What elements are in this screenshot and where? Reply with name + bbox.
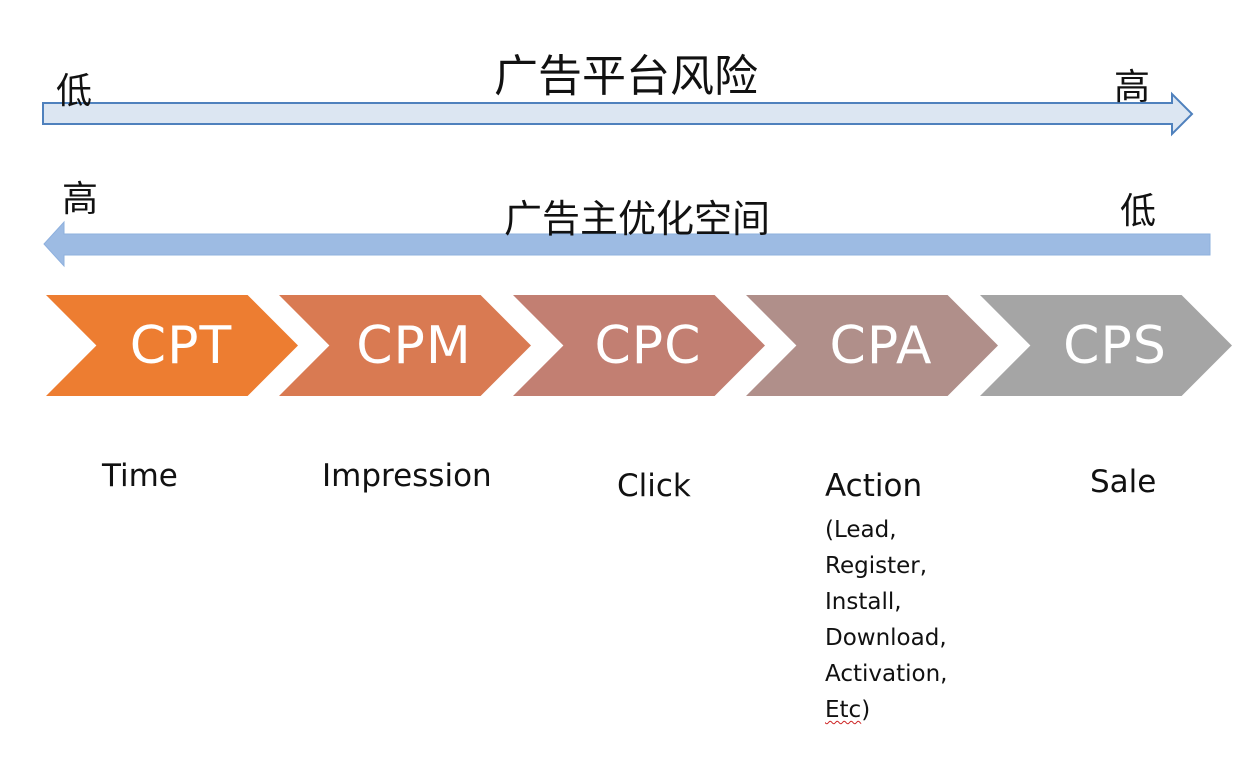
risk-high-label: 高 xyxy=(1114,67,1151,108)
chevron-cpa: CPA xyxy=(746,295,998,396)
optimization-arrow-shape xyxy=(43,220,1211,268)
chevron-label: CPM xyxy=(356,315,472,376)
action-detail-etc: Etc xyxy=(825,697,862,723)
description-action: Action xyxy=(825,468,923,504)
risk-low-label: 低 xyxy=(56,71,93,112)
action-detail-line: Etc) xyxy=(825,692,947,728)
chevron-cpc: CPC xyxy=(513,295,765,396)
description-sale: Sale xyxy=(1090,464,1157,500)
optimization-low-label: 低 xyxy=(1120,191,1157,232)
chevron-label: CPC xyxy=(594,315,702,376)
risk-axis-title: 广告平台风险 xyxy=(494,51,758,102)
action-detail-line: Install, xyxy=(825,589,902,615)
chevron-cps: CPS xyxy=(980,295,1232,396)
risk-arrow-shape xyxy=(42,91,1194,137)
chevron-cpt: CPT xyxy=(46,295,298,396)
action-detail-line: Register, xyxy=(825,553,928,579)
action-detail-line: (Lead, xyxy=(825,517,897,543)
action-detail-list: (Lead, Register, Install, Download, Acti… xyxy=(825,512,947,728)
action-detail-line: Download, xyxy=(825,625,947,651)
optimization-axis-title: 广告主优化空间 xyxy=(504,197,771,241)
optimization-arrow xyxy=(43,220,1211,268)
chevron-label: CPS xyxy=(1063,315,1167,376)
chevron-cpm: CPM xyxy=(279,295,531,396)
action-detail-close: ) xyxy=(861,697,871,723)
chevron-label: CPT xyxy=(129,315,233,376)
description-time: Time xyxy=(102,458,178,494)
description-click: Click xyxy=(617,468,691,504)
description-impression: Impression xyxy=(322,458,492,494)
action-detail-line: Activation, xyxy=(825,661,948,687)
optimization-high-label: 高 xyxy=(62,179,99,220)
chevron-label: CPA xyxy=(829,315,933,376)
risk-arrow xyxy=(42,91,1194,137)
